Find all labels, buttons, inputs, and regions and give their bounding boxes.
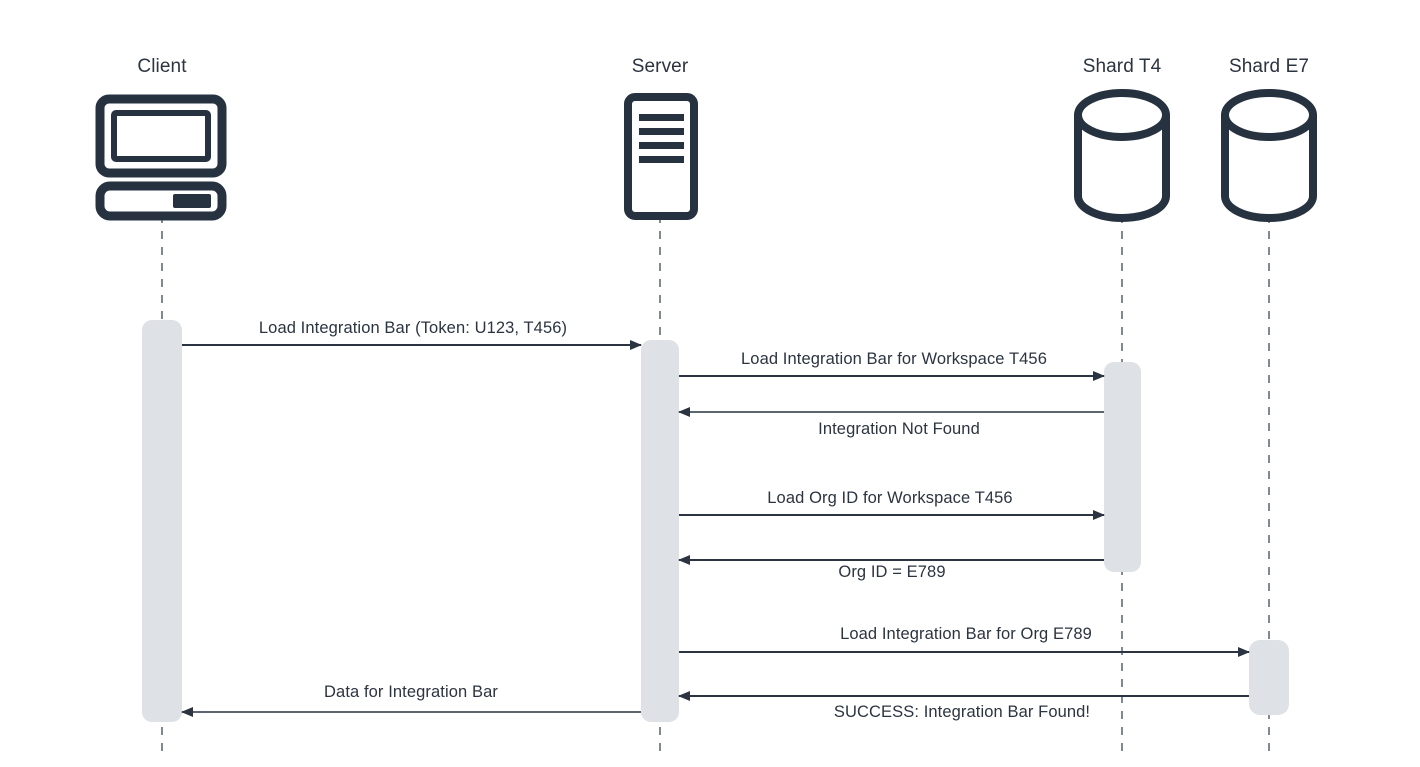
message-label-1: Load Integration Bar (Token: U123, T456) — [258, 319, 568, 337]
message-arrows — [181, 340, 1250, 717]
message-label-7: SUCCESS: Integration Bar Found! — [833, 703, 1091, 721]
message-label-2: Load Integration Bar for Workspace T456 — [741, 350, 1047, 368]
activation-bars — [142, 320, 1289, 722]
participant-label-shard-e7: Shard E7 — [1228, 56, 1310, 77]
message-label-6: Load Integration Bar for Org E789 — [840, 625, 1092, 643]
participant-label-shard-t4: Shard T4 — [1082, 56, 1162, 77]
participant-icon-client — [95, 94, 227, 221]
activation-bar-shard-t4 — [1104, 362, 1141, 572]
activation-bar-client — [142, 320, 182, 722]
message-label-4: Load Org ID for Workspace T456 — [767, 489, 1013, 507]
lifelines — [161, 215, 1270, 755]
participant-icon-server — [624, 93, 698, 220]
participant-label-server: Server — [631, 56, 689, 77]
participant-icon-shard-t4 — [1074, 89, 1170, 222]
activation-bar-shard-e7 — [1249, 640, 1289, 715]
message-label-8: Data for Integration Bar — [324, 683, 498, 701]
participant-label-client: Client — [137, 56, 187, 77]
participant-icon-shard-e7 — [1221, 89, 1317, 222]
message-label-5: Org ID = E789 — [838, 563, 946, 581]
activation-bar-server — [641, 340, 679, 722]
message-label-3: Integration Not Found — [818, 420, 980, 438]
